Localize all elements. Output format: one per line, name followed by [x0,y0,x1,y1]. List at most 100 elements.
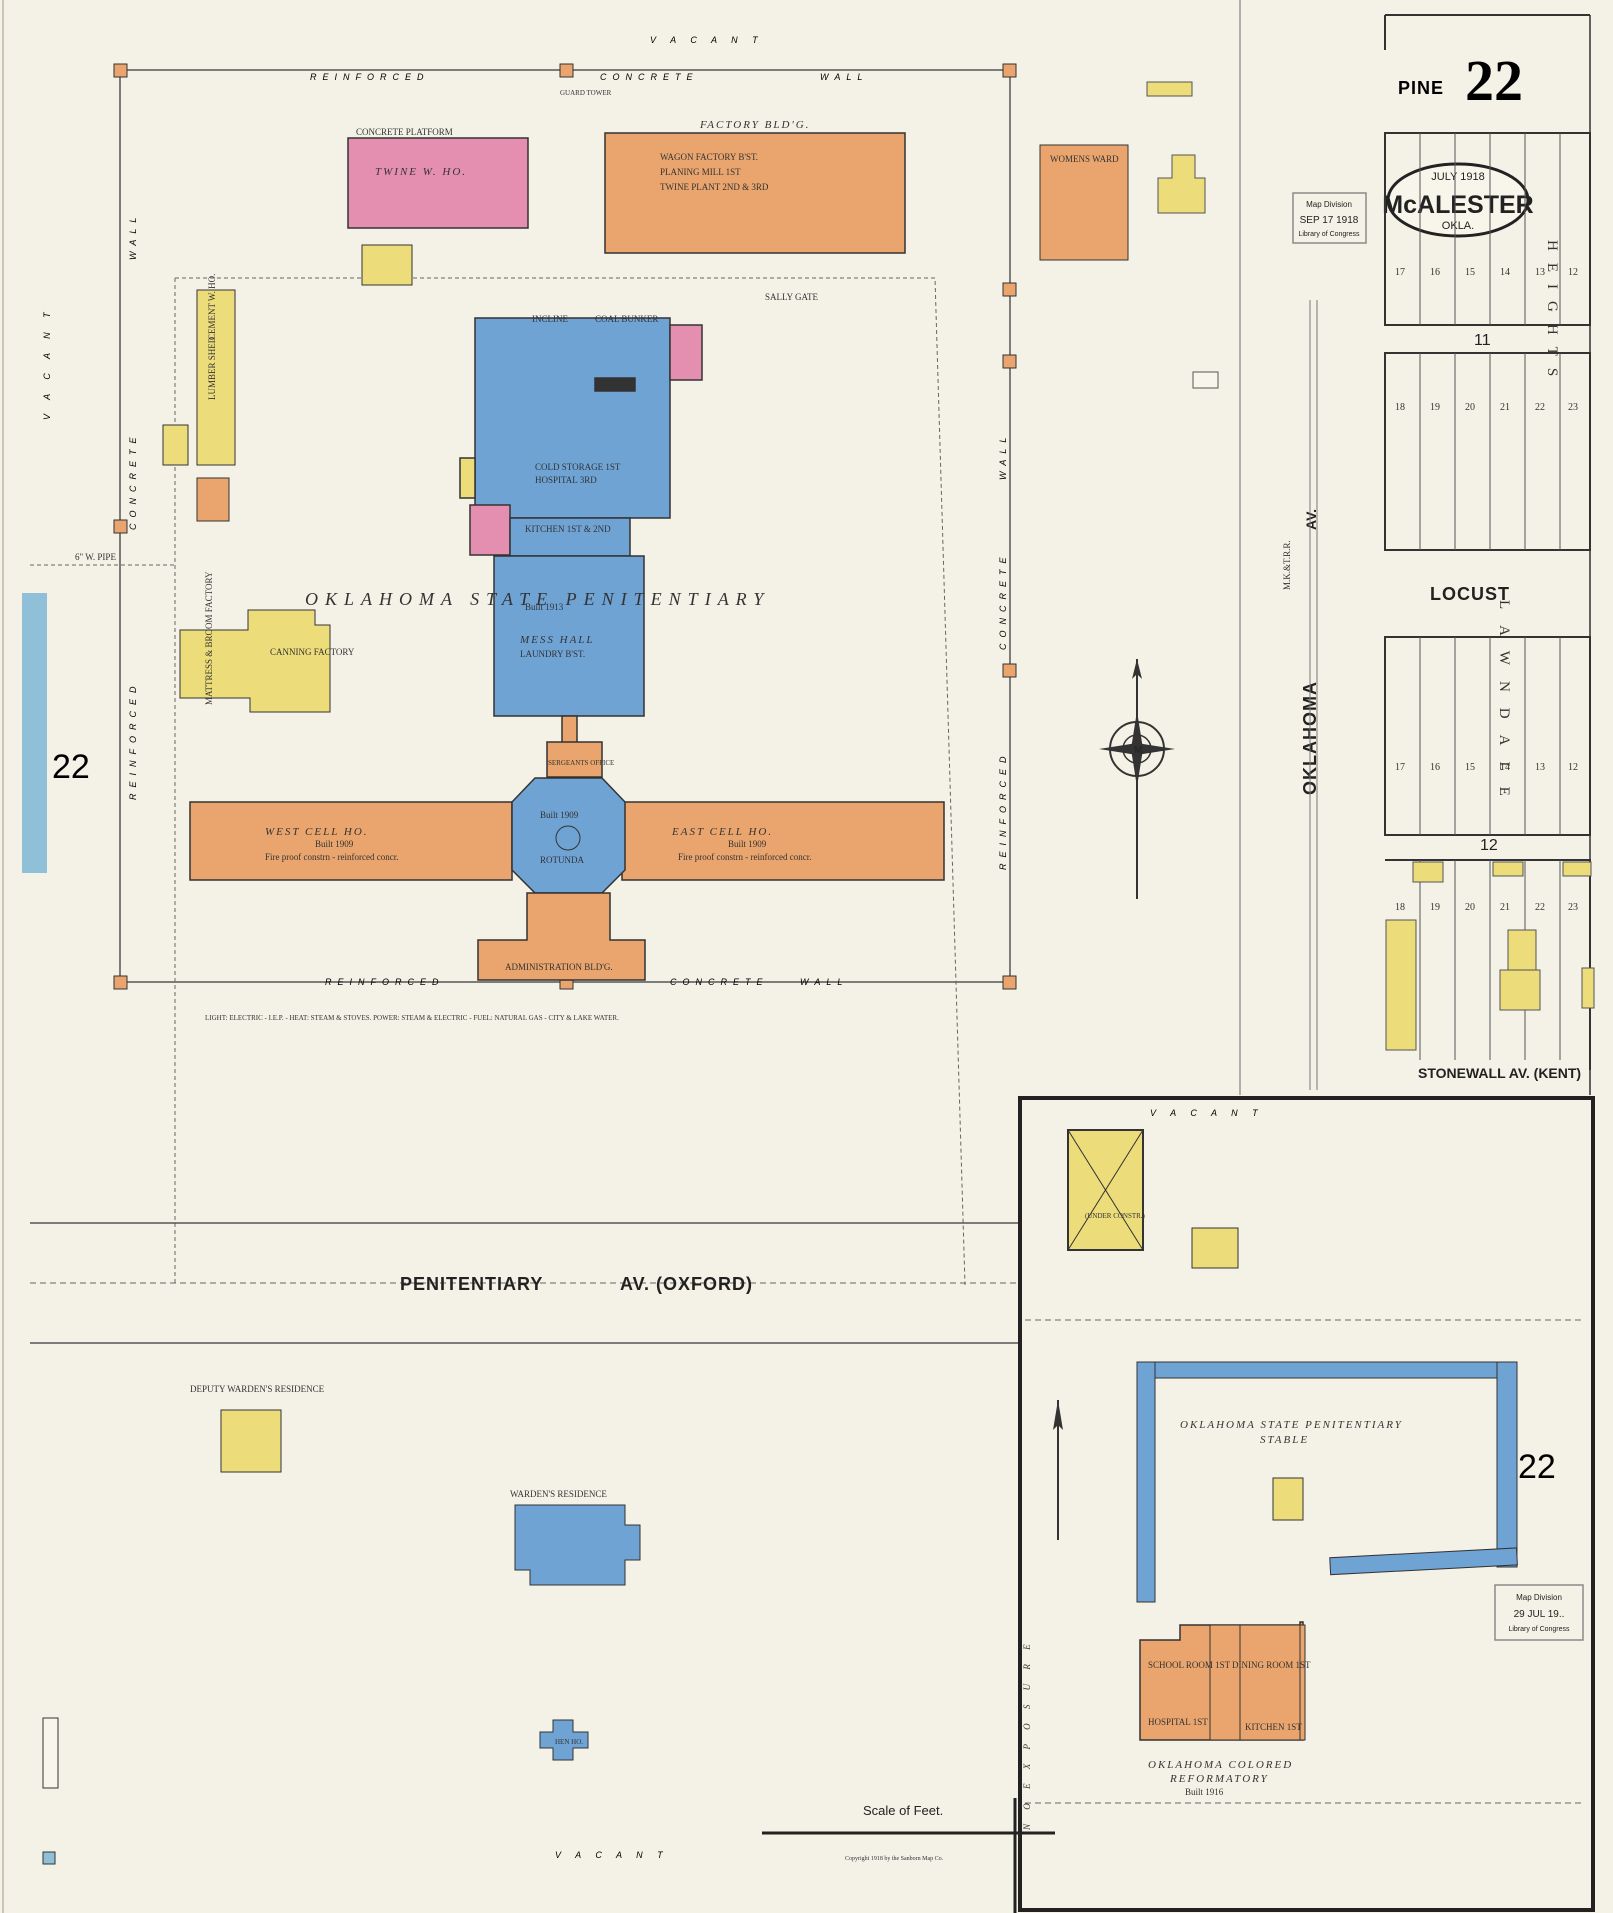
mess-hall-label: MESS HALL [519,634,595,646]
lot-number: 14 [1500,762,1510,773]
admin-bldg-label: ADMINISTRATION BLD'G. [505,962,613,972]
rotunda-built: Built 1909 [540,810,579,820]
mattress-label: MATTRESS & BROOM FACTORY [204,571,214,705]
lime-shed [196,477,230,522]
kitchen-block [474,317,671,519]
hospital-label: HOSPITAL 3RD [535,475,597,485]
wall-label: REINFORCED [325,977,445,987]
street-stonewall: STONEWALL AV. (KENT) [1418,1065,1581,1081]
sheet-number: 22 [1465,48,1523,113]
wall-label: WALL [998,432,1008,480]
vacant-label-left: V A C A N T [42,306,52,420]
mess-hall [493,555,645,717]
wall-label: REINFORCED [998,750,1008,870]
rotunda-label: ROTUNDA [540,855,584,865]
notes-text: LIGHT: ELECTRIC - I.E.P. - HEAT: STEAM &… [205,1014,619,1022]
vacant-label-stable: V A C A N T [1150,1108,1264,1118]
lot-number: 12 [1568,762,1578,773]
wall-label: CONCRETE [670,977,769,987]
stable-wall-left [1136,1361,1156,1603]
lot-number: 21 [1500,902,1510,913]
deputy-warden-label: DEPUTY WARDEN'S RESIDENCE [190,1384,325,1394]
corner-marker [42,1851,56,1865]
city-seal [1386,162,1530,238]
frame-shed [1492,861,1524,877]
guard-tower [113,519,128,534]
frame-shed [1191,1227,1239,1269]
hen-house [539,1719,589,1761]
stable-wall [1136,1361,1518,1603]
canning-factory-label: CANNING FACTORY [270,647,355,657]
lot-number: 21 [1500,402,1510,413]
street-oxford: AV. (OXFORD) [620,1274,753,1294]
lot-number: 16 [1430,762,1440,773]
factory-bldg-label: FACTORY BLD'G. [699,119,810,131]
lot-number: 23 [1568,402,1578,413]
kitchen-corridor [509,517,631,557]
guard-tower-label: GUARD TOWER [560,89,612,97]
sergeants-office-label: SERGEANTS OFFICE [548,759,614,767]
guard-tower [1002,663,1017,678]
lot-number: 13 [1535,762,1545,773]
rotunda-center [555,825,581,851]
guard-tower [1002,63,1017,78]
street-heights: HEIGHTS [1544,240,1560,388]
penitentiary-title: OKLAHOMA STATE PENITENTIARY [305,589,770,609]
frame-shed [1146,81,1193,97]
vacant-label-bottom: V A C A N T [555,1850,669,1860]
oil-shed [1192,371,1219,389]
pipe-label: 6" W. PIPE [75,552,116,562]
reformatory-subtitle: REFORMATORY [1169,1773,1269,1785]
laundry-label: LAUNDRY B'ST. [520,649,585,659]
dining-room-label: DINING ROOM 1ST [1232,1660,1311,1670]
stable-title: OKLAHOMA STATE PENITENTIARY [1180,1419,1403,1431]
sheet-tab-left [22,593,47,873]
factory-building [604,132,906,254]
lot-number: 15 [1465,267,1475,278]
wall-label: WALL [820,72,868,82]
deputy-warden-residence [220,1409,282,1473]
lot-number: 19 [1430,902,1440,913]
guard-tower [1002,354,1017,369]
guard-tower [1002,975,1017,990]
west-cell-house [189,801,513,881]
reformatory-title: OKLAHOMA COLORED [1148,1759,1293,1771]
canning-factory [179,609,331,713]
built-1913-label: Built 1913 [525,602,564,612]
guard-tower [559,63,574,78]
west-cell-constr: Fire proof constrn - reinforced concr. [265,852,398,862]
sally-gate-label: SALLY GATE [765,292,819,302]
frame-annex [459,457,476,499]
small-shed [42,1717,59,1789]
seal-city: McALESTER [1382,191,1533,219]
library-stamp [1292,192,1367,244]
wall-label: WALL [800,977,848,987]
dwelling-building [1157,154,1206,214]
hen-house-label: HEN HO. [555,1738,583,1746]
stamp-line-1: Map Division [1306,200,1352,209]
frame-shed [361,244,413,286]
stamp-line-3: Library of Congress [1508,1626,1570,1633]
wall-label: CONCRETE [600,72,699,82]
lot-number: 18 [1395,402,1405,413]
lot-number: 22 [1535,402,1545,413]
block-outline-1 [1384,132,1591,326]
street-penitentiary: PENITENTIARY [400,1274,543,1294]
lot-number: 12 [1568,267,1578,278]
reformatory-annex [1239,1624,1301,1741]
street-pine: PINE [1398,78,1444,98]
under-constr-label: (UNDER CONSTR.) [1085,1212,1146,1220]
inner-boundary [175,277,966,1286]
rotunda [511,777,626,894]
east-cell-house [621,801,945,881]
reformatory-built: Built 1916 [1185,1787,1224,1797]
stable-subtitle: STABLE [1260,1434,1309,1446]
wall-label: REINFORCED [128,680,138,800]
inset-frame [1018,1096,1595,1912]
brick-annex [469,504,511,556]
lot-number: 22 [1535,902,1545,913]
warden-residence [514,1504,641,1586]
warden-label: WARDEN'S RESIDENCE [510,1489,607,1499]
lot-number: 19 [1430,402,1440,413]
